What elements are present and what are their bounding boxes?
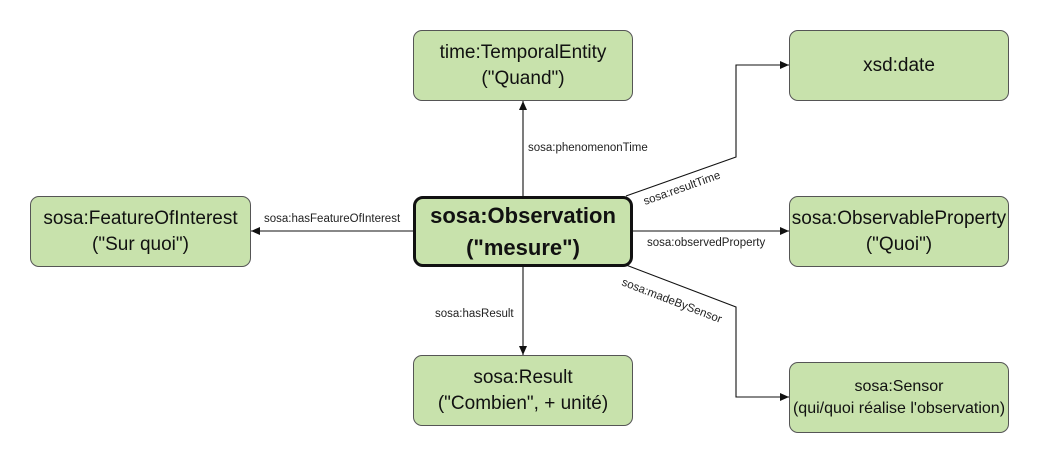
node-sensor-subtitle: (qui/quoi réalise l'observation) — [792, 399, 1006, 417]
node-result-subtitle: ("Combien", + unité) — [437, 392, 609, 414]
node-result: sosa:Result ("Combien", + unité) — [413, 355, 633, 426]
node-observable-property-subtitle: ("Quoi") — [865, 233, 933, 255]
edge-result-time — [625, 61, 789, 197]
node-xsd-date-title: xsd:date — [863, 54, 935, 76]
node-feature-of-interest-title: sosa:FeatureOfInterest — [43, 207, 238, 229]
edge-label-result-time: sosa:resultTime — [642, 170, 722, 208]
node-sensor: sosa:Sensor (qui/quoi réalise l'observat… — [789, 362, 1009, 433]
node-sensor-title: sosa:Sensor — [854, 377, 944, 395]
node-feature-of-interest-subtitle: ("Sur quoi") — [92, 233, 189, 255]
node-observation-subtitle: ("mesure") — [466, 234, 580, 260]
edge-label-has-result: sosa:hasResult — [435, 308, 514, 320]
edge-label-phenomenon-time: sosa:phenomenonTime — [528, 142, 648, 154]
edge-label-has-feature-of-interest: sosa:hasFeatureOfInterest — [264, 213, 401, 225]
node-observation-title: sosa:Observation — [430, 202, 616, 228]
edge-label-observed-property: sosa:observedProperty — [647, 237, 766, 249]
node-observable-property-title: sosa:ObservableProperty — [791, 207, 1007, 229]
node-feature-of-interest: sosa:FeatureOfInterest ("Sur quoi") — [30, 196, 251, 267]
edge-made-by-sensor — [625, 264, 789, 401]
node-observation: sosa:Observation ("mesure") — [413, 196, 633, 267]
node-temporal-entity: time:TemporalEntity ("Quand") — [413, 30, 633, 101]
node-xsd-date: xsd:date — [789, 30, 1009, 101]
node-temporal-entity-title: time:TemporalEntity — [439, 41, 607, 63]
node-temporal-entity-subtitle: ("Quand") — [481, 67, 565, 89]
edge-label-made-by-sensor: sosa:madeBySensor — [620, 277, 724, 326]
node-result-title: sosa:Result — [473, 366, 573, 388]
node-observable-property: sosa:ObservableProperty ("Quoi") — [789, 196, 1009, 267]
